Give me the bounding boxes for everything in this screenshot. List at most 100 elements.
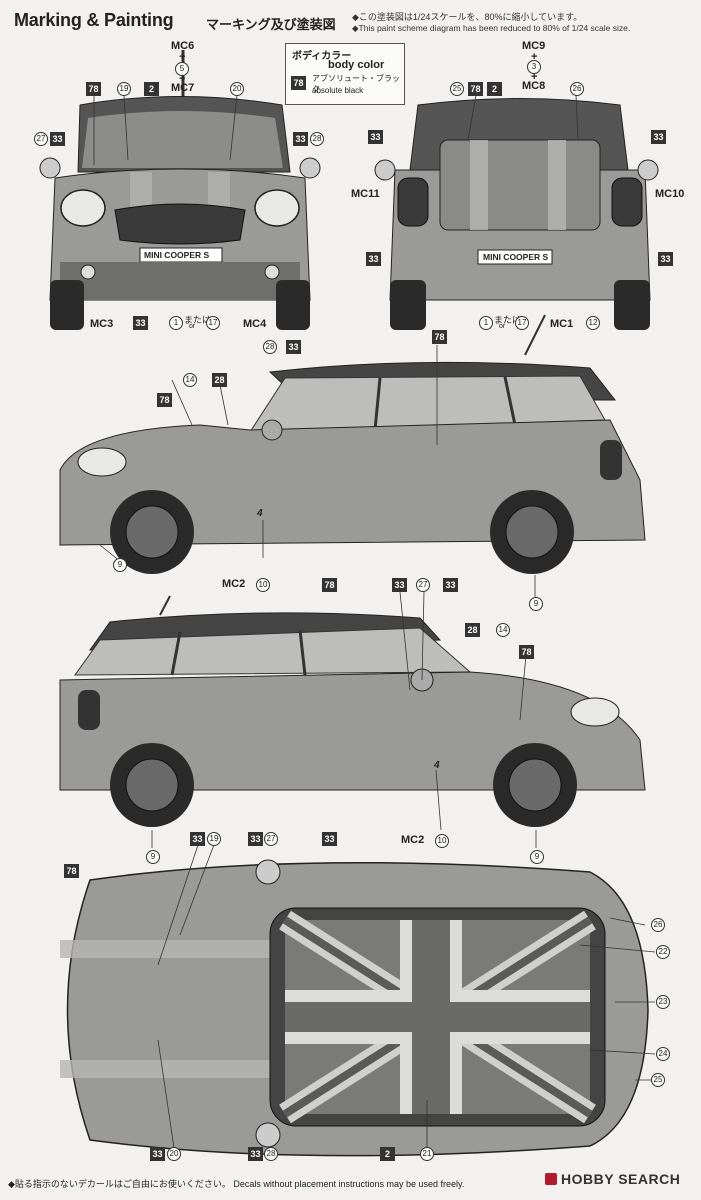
front-label-mc7: MC7 <box>171 82 195 94</box>
front-label-17: 17 <box>206 316 220 330</box>
rear-callout-33-lower-left: 33 <box>366 252 381 266</box>
front-label-1: 1 <box>169 316 183 330</box>
side2-callout-9-front: 9 <box>530 850 544 864</box>
rear-label-mc11: MC11 <box>351 188 380 200</box>
rear-license-plate: MINI COOPER S <box>483 252 549 262</box>
rear-label-or-jp: または <box>494 315 522 325</box>
top-callout-28: 28 <box>264 1147 278 1161</box>
top-callout-20: 20 <box>167 1147 181 1161</box>
front-callout-28: 28 <box>310 132 324 146</box>
rear-label-mc1: MC1 <box>550 318 574 330</box>
top-callout-24: 24 <box>656 1047 670 1061</box>
front-callout-33-right: 33 <box>293 132 308 146</box>
top-callout-25: 25 <box>651 1073 665 1087</box>
side1-callout-33-bottom: 33 <box>443 578 458 592</box>
scale-note-jp: ◆この塗装図は1/24スケールを、80%に縮小しています。 <box>352 12 583 22</box>
footer-note: ◆貼る指示のないデカールはご自由にお使いください。 Decals without… <box>8 1179 465 1189</box>
rear-label-plus-1: + <box>531 51 538 63</box>
body-color-heading-en: body color <box>328 59 385 71</box>
rear-label-3: 3 <box>527 60 541 74</box>
side2-callout-9-rear: 9 <box>146 850 160 864</box>
front-label-mc4: MC4 <box>243 318 267 330</box>
front-callout-33-left: 33 <box>50 132 65 146</box>
top-callout-33-a: 33 <box>190 832 205 846</box>
rear-callout-33-lower-right: 33 <box>658 252 673 266</box>
rear-callout-26: 26 <box>570 82 584 96</box>
top-callout-19: 19 <box>207 832 221 846</box>
logo-text: HOBBY SEARCH <box>561 1171 681 1187</box>
front-label-5: 5 <box>175 62 189 76</box>
page-title-jp: マーキング及び塗装図 <box>206 17 336 32</box>
body-color-number: 78 <box>291 76 306 90</box>
top-view-car <box>60 859 649 1157</box>
side1-callout-78-hood: 78 <box>157 393 172 407</box>
rear-label-plus-2: + <box>531 71 538 83</box>
top-callout-23: 23 <box>656 995 670 1009</box>
side1-label-mc2: MC2 <box>222 578 246 590</box>
front-callout-20: 20 <box>230 82 244 96</box>
side1-callout-28-top: 28 <box>263 340 277 354</box>
side2-door-number: 4 <box>434 760 440 771</box>
side1-callout-10: 10 <box>256 578 270 592</box>
hobby-search-logo: HOBBY SEARCH <box>545 1171 680 1187</box>
top-callout-26: 26 <box>651 918 665 932</box>
body-color-name-jp: アブソリュート・ブラック <box>312 74 400 94</box>
side2-callout-10: 10 <box>435 834 449 848</box>
rear-label-mc8: MC8 <box>522 80 546 92</box>
body-color-box: ボディカラー body color 78 アブソリュート・ブラック absolu… <box>285 43 405 105</box>
side1-callout-9-rear: 9 <box>529 597 543 611</box>
rear-label-mc9: MC9 <box>522 40 546 52</box>
side2-callout-14: 14 <box>496 623 510 637</box>
right-side-view-car <box>59 595 646 827</box>
scale-note-en: ◆This paint scheme diagram has been redu… <box>352 23 631 33</box>
top-callout-33-d: 33 <box>248 1147 263 1161</box>
top-callout-33-b: 33 <box>248 832 263 846</box>
front-label-plus-1: + <box>179 51 186 63</box>
top-callout-78: 78 <box>64 864 79 878</box>
logo-mark-icon <box>545 1173 557 1185</box>
top-callout-2: 2 <box>380 1147 395 1161</box>
side2-callout-33-top: 33 <box>392 578 407 592</box>
rear-label-17: 17 <box>515 316 529 330</box>
leader-lines <box>93 94 656 1149</box>
rear-label-mc10: MC10 <box>655 188 685 200</box>
side1-callout-28: 28 <box>212 373 227 387</box>
rear-view-car <box>374 97 659 330</box>
side2-label-mc2: MC2 <box>401 834 425 846</box>
top-callout-22: 22 <box>656 945 670 959</box>
rear-callout-25: 25 <box>450 82 464 96</box>
rear-callout-33-right: 33 <box>651 130 666 144</box>
side2-callout-33-bottom: 33 <box>322 832 337 846</box>
front-callout-78: 78 <box>86 82 101 96</box>
side2-callout-28: 28 <box>465 623 480 637</box>
front-view-car <box>39 50 321 330</box>
side2-callout-27: 27 <box>416 578 430 592</box>
rear-callout-2: 2 <box>487 82 502 96</box>
side2-callout-78-roof: 78 <box>322 578 337 592</box>
rear-callout-33-left: 33 <box>368 130 383 144</box>
front-callout-19: 19 <box>117 82 131 96</box>
front-label-mc3: MC3 <box>90 318 114 330</box>
body-color-heading-jp: ボディカラー <box>292 51 352 62</box>
page-title: Marking & Painting <box>14 10 174 30</box>
front-callout-2: 2 <box>144 82 159 96</box>
side2-callout-78-hood: 78 <box>519 645 534 659</box>
union-jack-roof <box>279 910 596 1124</box>
side1-callout-33-top: 33 <box>286 340 301 354</box>
front-label-or-en: or <box>189 323 196 330</box>
top-callout-33-c: 33 <box>150 1147 165 1161</box>
rear-label-or-en: or <box>499 323 506 330</box>
side1-door-number: 4 <box>257 508 263 519</box>
front-callout-27: 27 <box>34 132 48 146</box>
rear-label-1: 1 <box>479 316 493 330</box>
body-color-name-en: absolute black <box>312 86 364 95</box>
front-callout-33-bottom: 33 <box>133 316 148 330</box>
rear-callout-78: 78 <box>468 82 483 96</box>
side1-callout-78-roof: 78 <box>432 330 447 344</box>
left-side-view-car <box>59 314 646 574</box>
top-callout-21: 21 <box>420 1147 434 1161</box>
front-label-or-jp: または <box>184 315 212 325</box>
top-callout-27: 27 <box>264 832 278 846</box>
rear-label-12: 12 <box>586 316 600 330</box>
